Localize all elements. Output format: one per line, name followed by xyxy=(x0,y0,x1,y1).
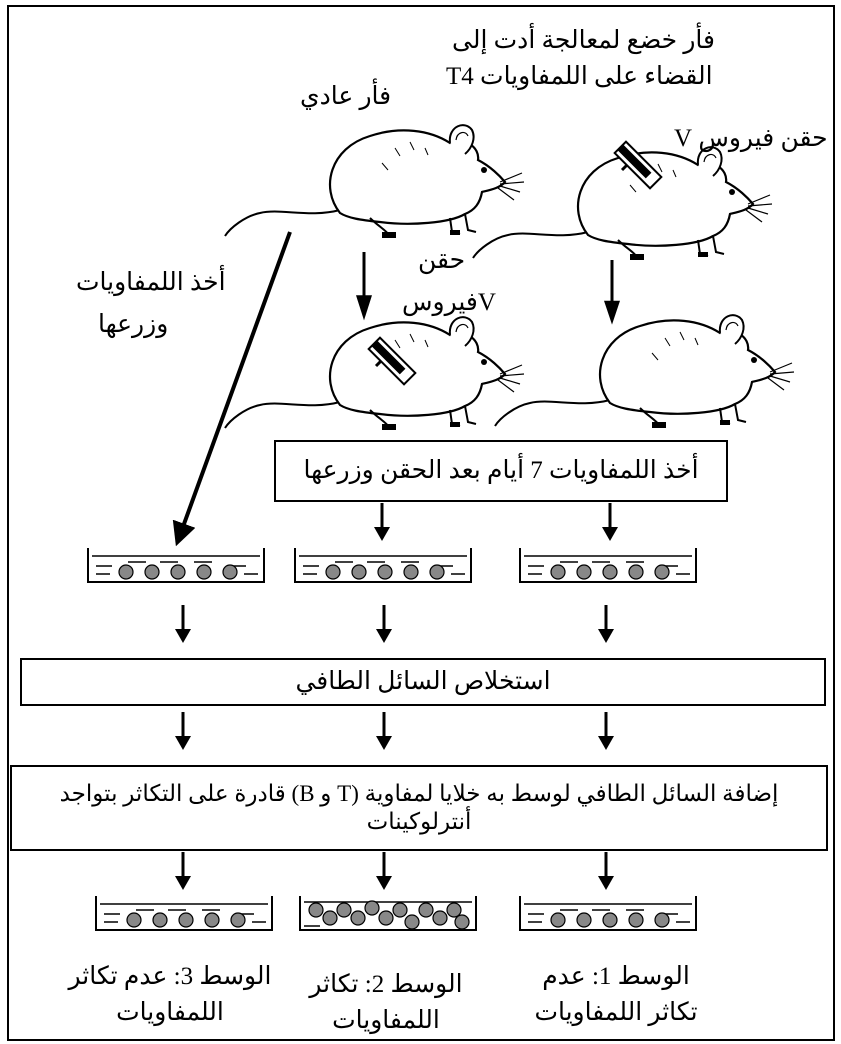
dish-final-3 xyxy=(95,895,273,931)
mouse-treated xyxy=(471,146,774,262)
result-medium-1-2: تكاثر اللمفاويات xyxy=(534,999,698,1026)
box-after-7-days-text: أخذ اللمفاويات 7 أيام بعد الحقن وزرعها xyxy=(303,457,699,484)
arrow-row3-2 xyxy=(374,710,394,752)
result-medium-3-1: الوسط 3: عدم تكاثر xyxy=(68,963,272,990)
result-medium-2-1: الوسط 2: تكاثر xyxy=(309,971,463,998)
arrow-row3-1 xyxy=(596,710,616,752)
arrow-row2-3 xyxy=(173,603,193,645)
result-medium-2-2: اللمفاويات xyxy=(332,1007,440,1034)
label-inject-virus-mid-1: حقن xyxy=(418,247,466,274)
dish-row1-1 xyxy=(519,547,697,583)
label-inject-virus-mid-2: Vفيروس xyxy=(402,289,496,316)
arrow-to-dish-2 xyxy=(372,501,392,543)
label-take-lymph-1: أخذ اللمفاويات xyxy=(76,269,226,296)
arrow-row3-3 xyxy=(173,710,193,752)
label-take-lymph-2: وزرعها xyxy=(98,311,169,338)
label-treated-mouse-1: فأر خضع لمعالجة أدت إلى xyxy=(452,27,716,54)
result-medium-1-1: الوسط 1: عدم xyxy=(542,963,690,990)
arrow-mouse-treated xyxy=(604,260,620,325)
arrow-to-dish-1 xyxy=(600,501,620,543)
mouse-normal-injected xyxy=(223,316,526,432)
result-medium-3-2: اللمفاويات xyxy=(116,999,224,1026)
arrow-mouse-normal xyxy=(356,252,372,320)
dish-final-2 xyxy=(299,895,477,931)
arrow-row4-3 xyxy=(173,850,193,892)
dish-final-1 xyxy=(519,895,697,931)
box-add-supernatant: إضافة السائل الطافي لوسط به خلايا لمفاوي… xyxy=(10,765,828,851)
mouse-normal xyxy=(223,124,526,240)
mouse-treated-cultured xyxy=(493,314,796,430)
box-after-7-days: أخذ اللمفاويات 7 أيام بعد الحقن وزرعها xyxy=(274,440,728,502)
box-extract-supernatant-text: استخلاص السائل الطافي xyxy=(295,668,551,695)
label-inject-virus-top: حقن فيروس V xyxy=(674,125,828,152)
dish-row1-3 xyxy=(87,547,265,583)
box-add-supernatant-line2: أنترلوكينات xyxy=(366,809,472,834)
label-treated-mouse-2: القضاء على اللمفاويات T4 xyxy=(446,63,713,90)
arrow-row2-2 xyxy=(374,603,394,645)
box-add-supernatant-line1: إضافة السائل الطافي لوسط به خلايا لمفاوي… xyxy=(59,781,779,806)
arrow-row2-1 xyxy=(596,603,616,645)
arrow-diagonal xyxy=(172,231,292,547)
box-extract-supernatant: استخلاص السائل الطافي xyxy=(20,658,826,706)
outer-frame xyxy=(7,5,835,1041)
dish-row1-2 xyxy=(294,547,472,583)
arrow-row4-1 xyxy=(596,850,616,892)
label-normal-mouse: فأر عادي xyxy=(300,83,392,110)
arrow-row4-2 xyxy=(374,850,394,892)
